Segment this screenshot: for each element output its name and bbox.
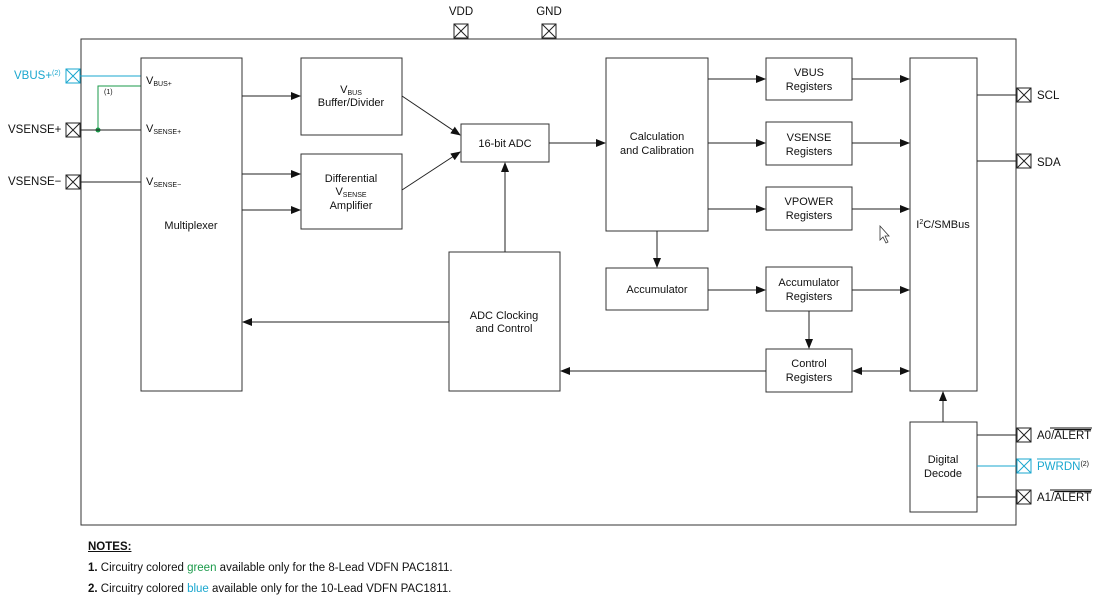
svg-text:A1/ALERT: A1/ALERT — [1037, 492, 1091, 504]
svg-text:A0/ALERT: A0/ALERT — [1037, 430, 1091, 442]
vsense-regs-line2: Registers — [786, 146, 833, 158]
diff-line2: VSENSE — [335, 186, 366, 199]
vbus-buffer-block — [300, 57, 403, 136]
diff-amp-block — [300, 153, 403, 230]
note-1: 1. Circuitry colored green available onl… — [88, 562, 453, 574]
adc-label: 16-bit ADC — [478, 138, 531, 150]
arrow-buffer-adc — [401, 95, 461, 136]
calc-line1: Calculation — [630, 131, 684, 143]
svg-text:VSENSE+: VSENSE+ — [8, 124, 62, 136]
pin-a0-alert: A0/ALERT — [1016, 427, 1092, 443]
digital-decode-block — [909, 421, 978, 513]
buffer-line2: Buffer/Divider — [318, 97, 385, 109]
adc-clock-line1: ADC Clocking — [470, 310, 538, 322]
mux-input-vbus: VBUS+ — [146, 75, 172, 88]
notes-header: NOTES: — [88, 541, 132, 553]
svg-text:VDD: VDD — [449, 6, 473, 18]
buffer-line1: VBUS — [340, 84, 362, 97]
acc-registers-block — [765, 266, 853, 312]
pin-gnd: GND — [536, 6, 562, 39]
pin-vsense-plus: VSENSE+ — [8, 122, 81, 138]
calc-line2: and Calibration — [620, 145, 694, 157]
vbus-registers-block — [765, 57, 853, 101]
multiplexer-block — [140, 57, 243, 392]
i2c-label: I2C/SMBus — [916, 219, 970, 231]
acc-regs-line2: Registers — [786, 291, 833, 303]
accumulator-label: Accumulator — [626, 284, 687, 296]
note-2: 2. Circuitry colored blue available only… — [88, 583, 452, 595]
acc-regs-line1: Accumulator — [778, 277, 839, 289]
svg-text:SDA: SDA — [1037, 157, 1061, 169]
decode-line1: Digital — [928, 454, 959, 466]
mux-input-vsense-plus: VSENSE+ — [146, 123, 181, 136]
svg-text:PWRDN(2): PWRDN(2) — [1037, 461, 1089, 473]
adc-clock-line2: and Control — [476, 323, 533, 335]
decode-line2: Decode — [924, 468, 962, 480]
vpower-regs-line2: Registers — [786, 210, 833, 222]
diff-line3: Amplifier — [330, 200, 373, 212]
vpower-regs-line1: VPOWER — [785, 196, 834, 208]
mux-label: Multiplexer — [164, 220, 218, 232]
pin-vbus-plus: VBUS+(2) — [14, 68, 81, 84]
mux-input-vsense-minus: VSENSE− — [146, 176, 181, 189]
vsense-registers-block — [765, 121, 853, 166]
accumulator-block — [605, 267, 709, 311]
svg-text:VSENSE−: VSENSE− — [8, 176, 62, 188]
notes-section: NOTES: 1. Circuitry colored green availa… — [88, 537, 453, 600]
i2c-smbus-block — [909, 57, 978, 392]
svg-text:VBUS+(2): VBUS+(2) — [14, 70, 61, 82]
pin-vdd: VDD — [449, 6, 473, 39]
pin-sda: SDA — [1016, 153, 1061, 169]
ctrl-regs-line1: Control — [791, 358, 826, 370]
svg-text:GND: GND — [536, 6, 562, 18]
control-registers-block — [765, 348, 853, 393]
pin-pwrdn: PWRDN(2) — [1016, 458, 1089, 474]
arrow-diff-adc — [401, 151, 461, 191]
vsense-regs-line1: VSENSE — [787, 132, 832, 144]
calc-block — [605, 57, 709, 232]
vbus-regs-line2: Registers — [786, 81, 833, 93]
note1-marker: (1) — [104, 89, 113, 96]
svg-text:SCL: SCL — [1037, 90, 1060, 102]
pin-vsense-minus: VSENSE− — [8, 174, 81, 190]
chip-outline — [80, 38, 1017, 526]
pin-a1-alert: A1/ALERT — [1016, 489, 1092, 505]
ctrl-regs-line2: Registers — [786, 372, 833, 384]
wire-green-option — [97, 85, 141, 130]
diff-line1: Differential — [325, 173, 377, 185]
pin-scl: SCL — [1016, 87, 1060, 103]
mouse-cursor-icon — [879, 224, 890, 244]
vpower-registers-block — [765, 186, 853, 231]
vbus-regs-line1: VBUS — [794, 67, 824, 79]
